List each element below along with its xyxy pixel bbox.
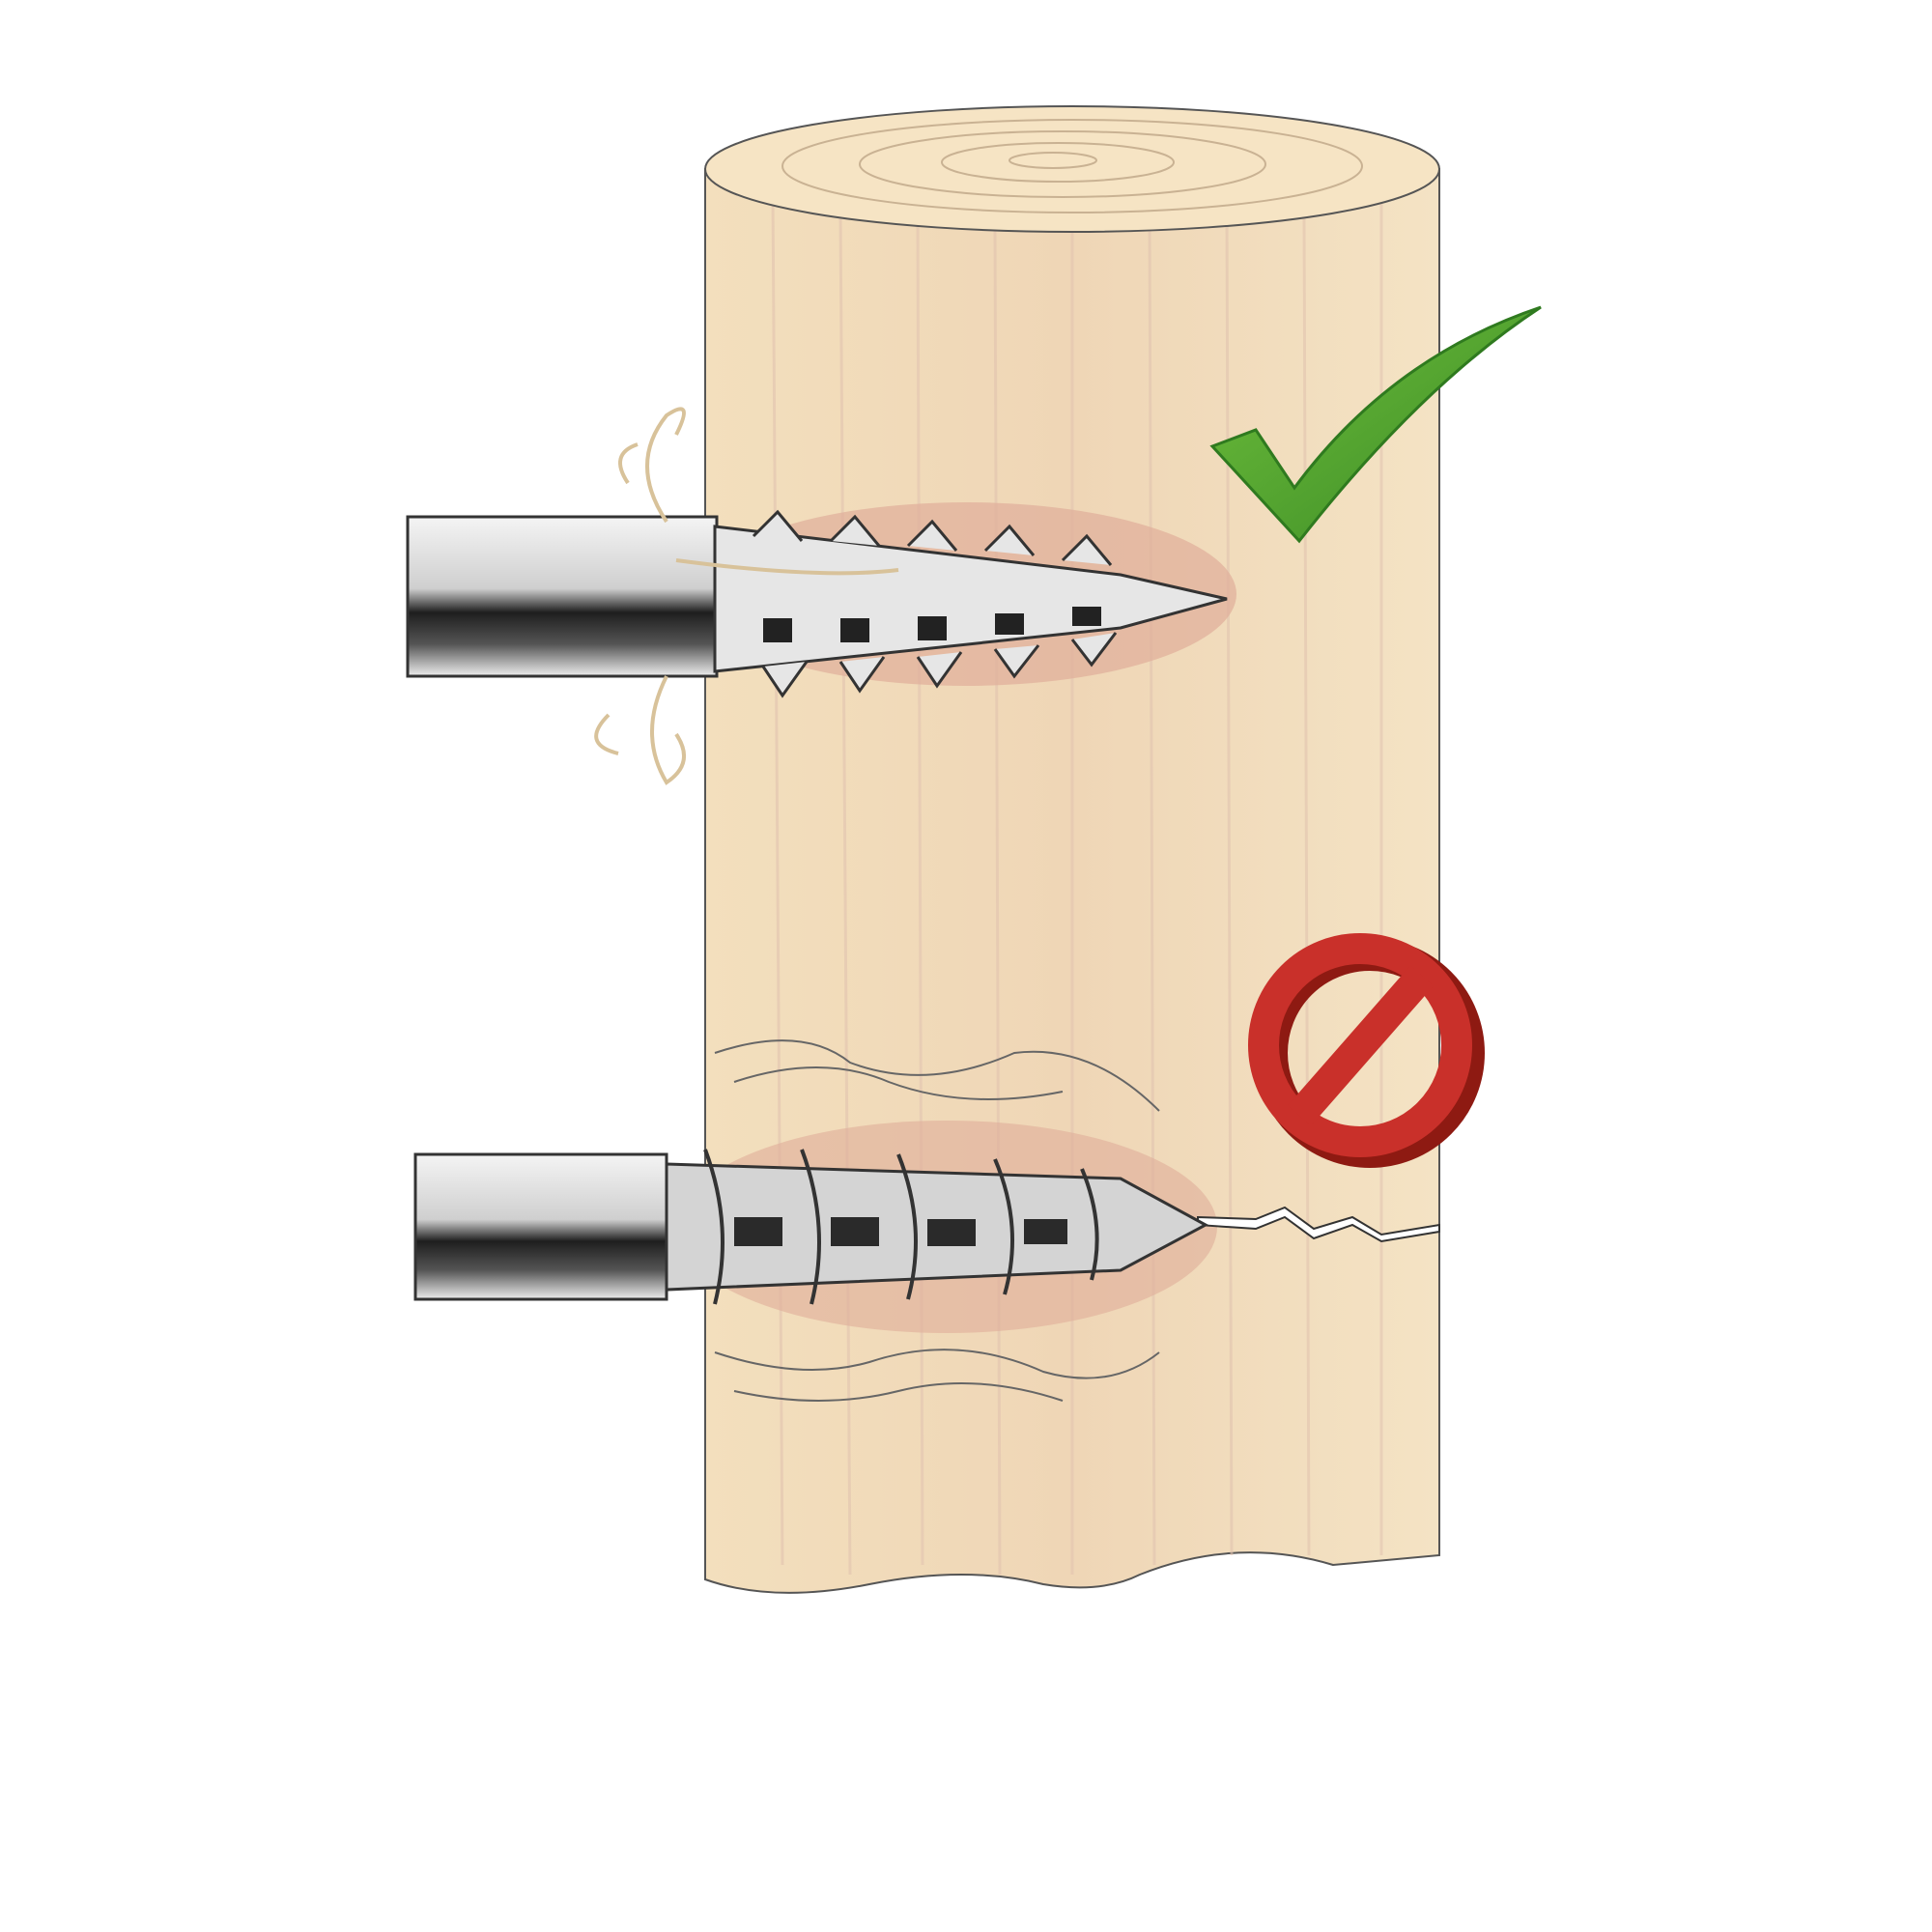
screw-wrong <box>413 1039 1440 1402</box>
wood-shavings <box>594 407 899 785</box>
log-top <box>704 105 1440 233</box>
wood-crack <box>1197 1206 1440 1243</box>
prohibition-icon <box>1248 933 1485 1168</box>
check-mark-icon <box>1209 305 1542 544</box>
screw-correct <box>406 407 1236 785</box>
